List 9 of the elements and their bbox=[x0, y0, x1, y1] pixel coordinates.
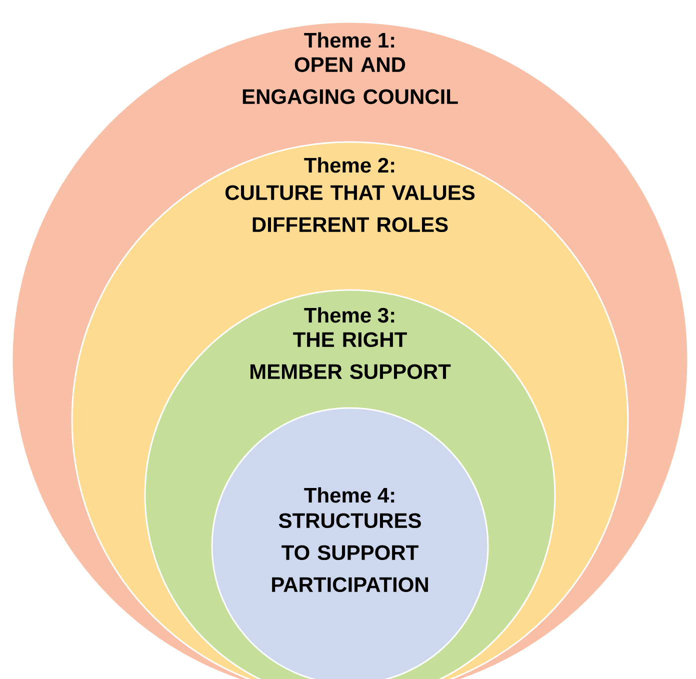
theme-title: THE RIGHT MEMBER SUPPORT bbox=[250, 332, 451, 380]
theme-circle bbox=[211, 407, 489, 679]
theme-title: STRUCTURES TO SUPPORT PARTICIPATION bbox=[272, 513, 428, 592]
theme-title: CULTURE THAT VALUES DIFFERENT ROLES bbox=[225, 185, 475, 232]
theme-heading: Theme 2: bbox=[304, 157, 394, 173]
theme-title: OPEN AND ENGAGING COUNCIL bbox=[242, 57, 458, 104]
theme-heading: Theme 4: bbox=[304, 487, 394, 503]
theme-heading: Theme 1: bbox=[304, 32, 394, 48]
theme-heading: Theme 3: bbox=[304, 307, 394, 323]
